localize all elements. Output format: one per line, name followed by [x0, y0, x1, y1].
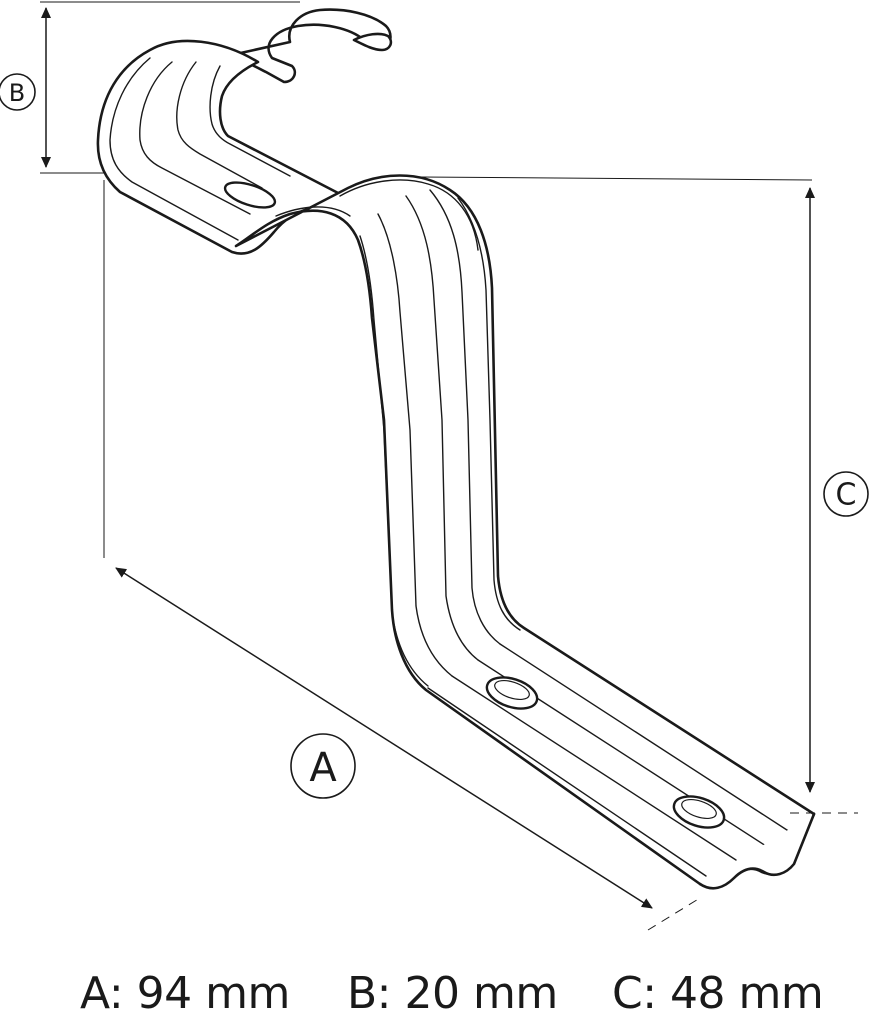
dimension-b: B: [0, 1, 300, 174]
dimension-c: C: [419, 176, 869, 814]
bracket: [96, 8, 816, 890]
dimension-a-line: [115, 567, 653, 909]
callout-c-label: C: [836, 478, 857, 513]
callout-a-label: A: [309, 745, 337, 791]
dimension-b-text: B: 20 mm: [347, 968, 558, 1019]
dimension-c-text: C: 48 mm: [612, 968, 824, 1019]
callout-a-circle: [290, 733, 356, 799]
callout-b-circle: [0, 73, 36, 111]
bracket-hook: [96, 8, 393, 255]
foot-hole-2: [672, 795, 726, 829]
dimension-a-right-extension: [647, 897, 701, 931]
dimension-a: A: [103, 180, 701, 931]
callout-b-label: B: [9, 79, 25, 107]
callout-c-circle: [823, 471, 869, 517]
dimensions-legend: A: 94 mm B: 20 mm C: 48 mm: [0, 958, 869, 1024]
dimension-a-text: A: 94 mm: [80, 968, 290, 1019]
dimension-c-top-extension: [419, 176, 813, 181]
